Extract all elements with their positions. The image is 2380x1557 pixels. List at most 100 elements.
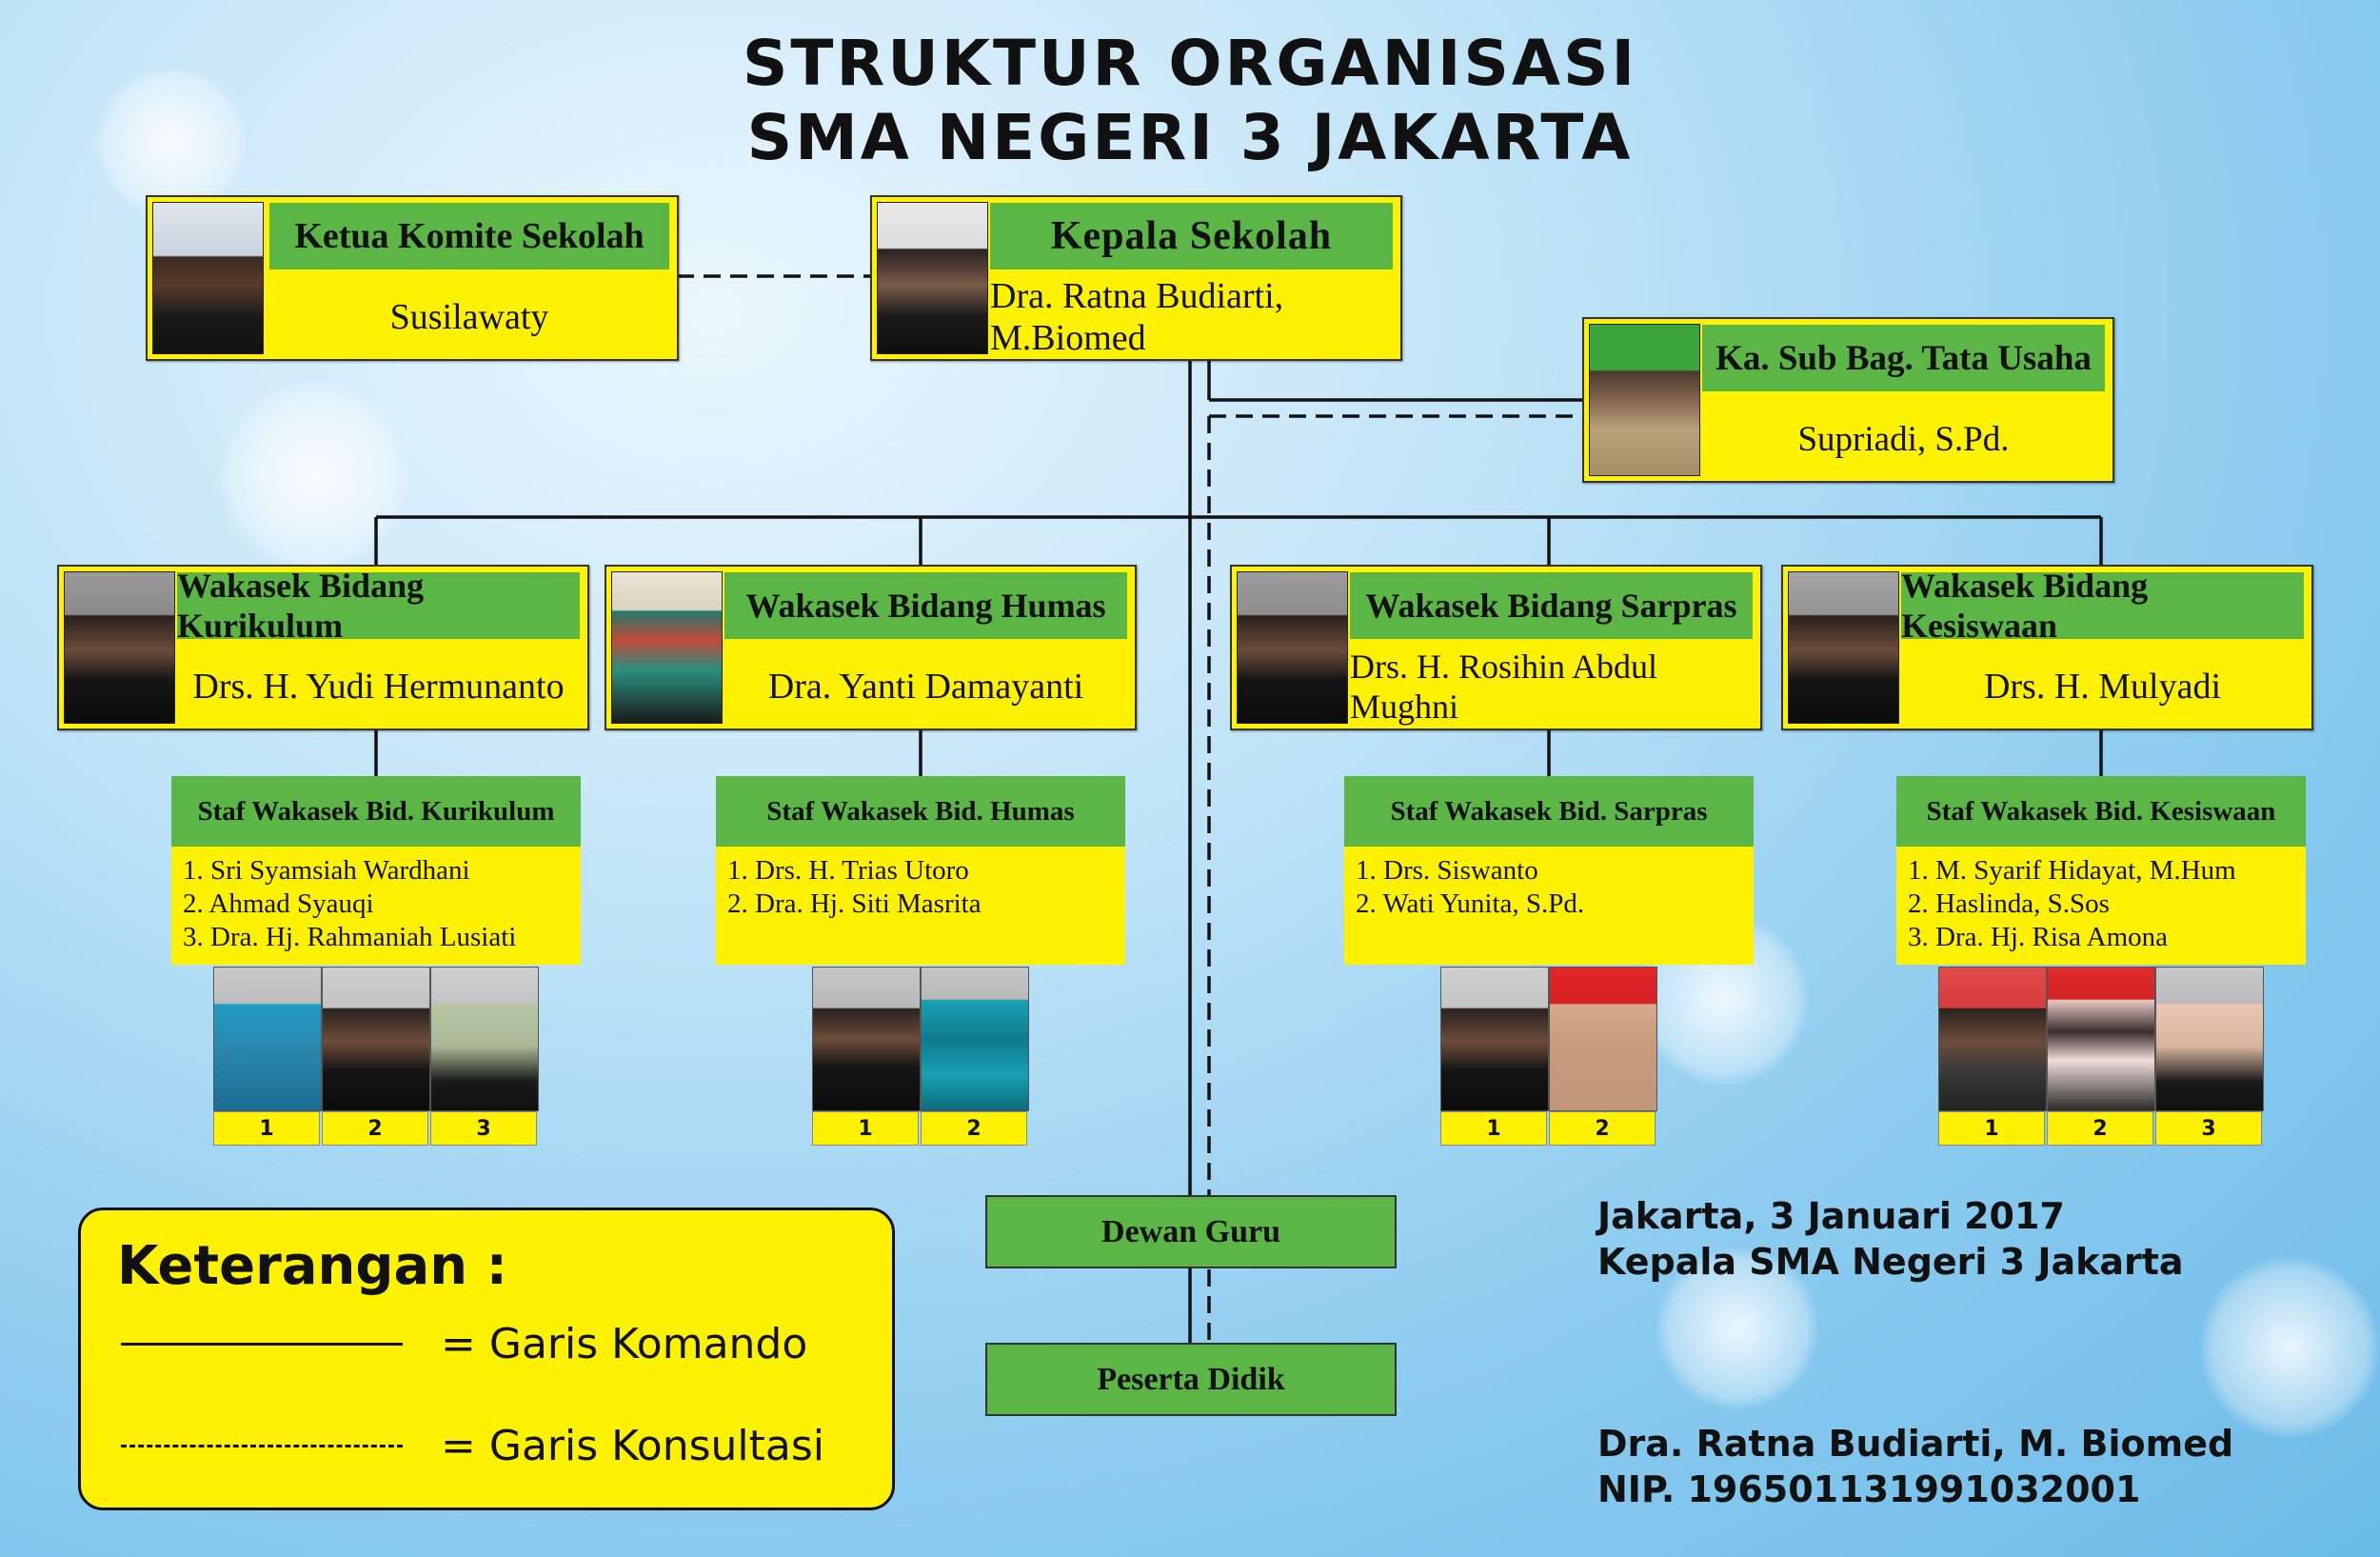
staf-member: 3. Dra. Hj. Rahmaniah Lusiati: [183, 922, 517, 952]
wakasek-name: Dra. Yanti Damayanti: [767, 667, 1084, 707]
staf-member: 1. M. Syarif Hidayat, M.Hum: [1908, 855, 2236, 886]
staf-kurikulum-box: Staf Wakasek Bid. Kurikulum 1. Sri Syams…: [171, 776, 581, 965]
staf-member: 2. Haslinda, S.Sos: [1908, 888, 2110, 919]
title-line-1: STRUKTUR ORGANISASI: [742, 27, 1638, 100]
staf-title: Staf Wakasek Bid. Kurikulum: [171, 776, 581, 847]
staf-humas-photos: 1 2: [812, 967, 1029, 1146]
komite-box: Ketua Komite Sekolah Susilawaty: [146, 195, 679, 361]
wakasek-photo: [64, 571, 175, 724]
photo-number: 1: [213, 1111, 320, 1146]
staf-photo: 2: [1549, 967, 1657, 1146]
tata-usaha-box: Ka. Sub Bag. Tata Usaha Supriadi, S.Pd.: [1582, 317, 2114, 483]
signature-name: Dra. Ratna Budiarti, M. Biomed: [1597, 1423, 2234, 1465]
staf-photo: 1: [213, 967, 322, 1146]
portrait-photo: [2047, 967, 2155, 1111]
chart-title: STRUKTUR ORGANISASI SMA NEGERI 3 JAKARTA: [0, 27, 2380, 175]
wakasek-role: Wakasek Bidang Kurikulum: [177, 567, 580, 645]
staf-photo: 3: [430, 967, 539, 1146]
staf-member: 3. Dra. Hj. Risa Amona: [1908, 922, 2169, 952]
solid-line-sample: [121, 1343, 403, 1346]
peserta-didik-box: Peserta Didik: [985, 1343, 1397, 1416]
staf-photo: 2: [921, 967, 1029, 1146]
wakasek-sarpras-box: Wakasek Bidang Sarpras Drs. H. Rosihin A…: [1230, 565, 1762, 730]
legend-label: = Garis Konsultasi: [441, 1422, 825, 1470]
signature-nip: NIP. 196501131991032001: [1597, 1468, 2141, 1510]
staf-photo: 2: [2047, 967, 2155, 1146]
photo-number: 1: [812, 1111, 919, 1146]
decorative-bokeh: [1656, 1248, 1818, 1409]
kepala-name: Dra. Ratna Budiarti, M.Biomed: [990, 276, 1284, 358]
staf-sarpras-box: Staf Wakasek Bid. Sarpras 1. Drs. Siswan…: [1344, 776, 1754, 965]
kepala-box: Kepala Sekolah Dra. Ratna Budiarti, M.Bi…: [870, 195, 1402, 361]
photo-number: 2: [1549, 1111, 1656, 1146]
signature-position: Kepala SMA Negeri 3 Jakarta: [1597, 1241, 2184, 1283]
wakasek-kesiswaan-box: Wakasek Bidang Kesiswaan Drs. H. Mulyadi: [1781, 565, 2313, 730]
staf-title: Staf Wakasek Bid. Kesiswaan: [1896, 776, 2306, 847]
komite-photo: [152, 202, 264, 354]
staf-member: 2. Dra. Hj. Siti Masrita: [727, 888, 982, 919]
legend-title: Keterangan :: [117, 1235, 508, 1297]
portrait-photo: [1938, 967, 2047, 1111]
staf-photo: 3: [2155, 967, 2264, 1146]
staf-photo: 1: [1440, 967, 1549, 1146]
staf-kesiswaan-box: Staf Wakasek Bid. Kesiswaan 1. M. Syarif…: [1896, 776, 2306, 965]
photo-number: 3: [430, 1111, 537, 1146]
staf-member: 2. Ahmad Syauqi: [183, 888, 374, 919]
komite-name: Susilawaty: [389, 297, 549, 337]
wakasek-photo: [611, 571, 723, 724]
tata-usaha-role: Ka. Sub Bag. Tata Usaha: [1702, 325, 2105, 391]
staf-photo: 2: [322, 967, 430, 1146]
wakasek-role: Wakasek Bidang Humas: [724, 572, 1127, 639]
legend-row-konsultasi: = Garis Konsultasi: [121, 1422, 824, 1470]
portrait-photo: [322, 967, 430, 1111]
staf-member-list: 1. Drs. Siswanto 2. Wati Yunita, S.Pd.: [1344, 847, 1754, 965]
staf-title: Staf Wakasek Bid. Humas: [716, 776, 1125, 847]
signature-footer: Dra. Ratna Budiarti, M. Biomed NIP. 1965…: [1597, 1421, 2233, 1512]
dashed-line-sample: [121, 1445, 403, 1447]
portrait-photo: [430, 967, 539, 1111]
wakasek-kurikulum-box: Wakasek Bidang Kurikulum Drs. H. Yudi He…: [57, 565, 589, 730]
wakasek-name: Drs. H. Mulyadi: [1983, 667, 2222, 707]
kepala-photo: [877, 202, 988, 354]
staf-member: 2. Wati Yunita, S.Pd.: [1356, 888, 1585, 919]
wakasek-photo: [1788, 571, 1899, 724]
staf-member: 1. Sri Syamsiah Wardhani: [183, 855, 470, 886]
dewan-guru-box: Dewan Guru: [985, 1195, 1397, 1268]
staf-title: Staf Wakasek Bid. Sarpras: [1344, 776, 1754, 847]
staf-member: 1. Drs. Siswanto: [1356, 855, 1538, 886]
wakasek-role: Wakasek Bidang Kesiswaan: [1901, 567, 2304, 645]
legend-box: Keterangan : = Garis Komando = Garis Kon…: [78, 1208, 895, 1510]
decorative-bokeh: [95, 67, 248, 219]
title-line-2: SMA NEGERI 3 JAKARTA: [746, 101, 1634, 174]
portrait-photo: [213, 967, 322, 1111]
signature-place-date: Jakarta, 3 Januari 2017: [1597, 1195, 2065, 1237]
staf-kurikulum-photos: 1 2 3: [213, 967, 539, 1146]
portrait-photo: [1549, 967, 1657, 1111]
staf-humas-box: Staf Wakasek Bid. Humas 1. Drs. H. Trias…: [716, 776, 1125, 965]
photo-number: 3: [2155, 1111, 2262, 1146]
tata-usaha-photo: [1589, 324, 1700, 476]
photo-number: 1: [1440, 1111, 1547, 1146]
kepala-role: Kepala Sekolah: [990, 203, 1393, 269]
staf-member-list: 1. Sri Syamsiah Wardhani 2. Ahmad Syauqi…: [171, 847, 581, 965]
portrait-photo: [2155, 967, 2264, 1111]
staf-member-list: 1. Drs. H. Trias Utoro 2. Dra. Hj. Siti …: [716, 847, 1125, 965]
staf-kesiswaan-photos: 1 2 3: [1938, 967, 2264, 1146]
staf-photo: 1: [1938, 967, 2047, 1146]
tata-usaha-name: Supriadi, S.Pd.: [1797, 419, 2010, 459]
portrait-photo: [812, 967, 921, 1111]
legend-label: = Garis Komando: [441, 1320, 808, 1368]
staf-photo: 1: [812, 967, 921, 1146]
photo-number: 2: [2047, 1111, 2153, 1146]
staf-member: 1. Drs. H. Trias Utoro: [727, 855, 969, 886]
portrait-photo: [1440, 967, 1549, 1111]
staf-member-list: 1. M. Syarif Hidayat, M.Hum 2. Haslinda,…: [1896, 847, 2306, 965]
wakasek-name: Drs. H. Yudi Hermunanto: [192, 667, 565, 707]
wakasek-name: Drs. H. Rosihin Abdul Mughni: [1350, 648, 1658, 726]
komite-role: Ketua Komite Sekolah: [269, 203, 669, 269]
signature-header: Jakarta, 3 Januari 2017 Kepala SMA Neger…: [1597, 1193, 2184, 1285]
photo-number: 2: [921, 1111, 1027, 1146]
photo-number: 2: [322, 1111, 428, 1146]
wakasek-photo: [1237, 571, 1348, 724]
